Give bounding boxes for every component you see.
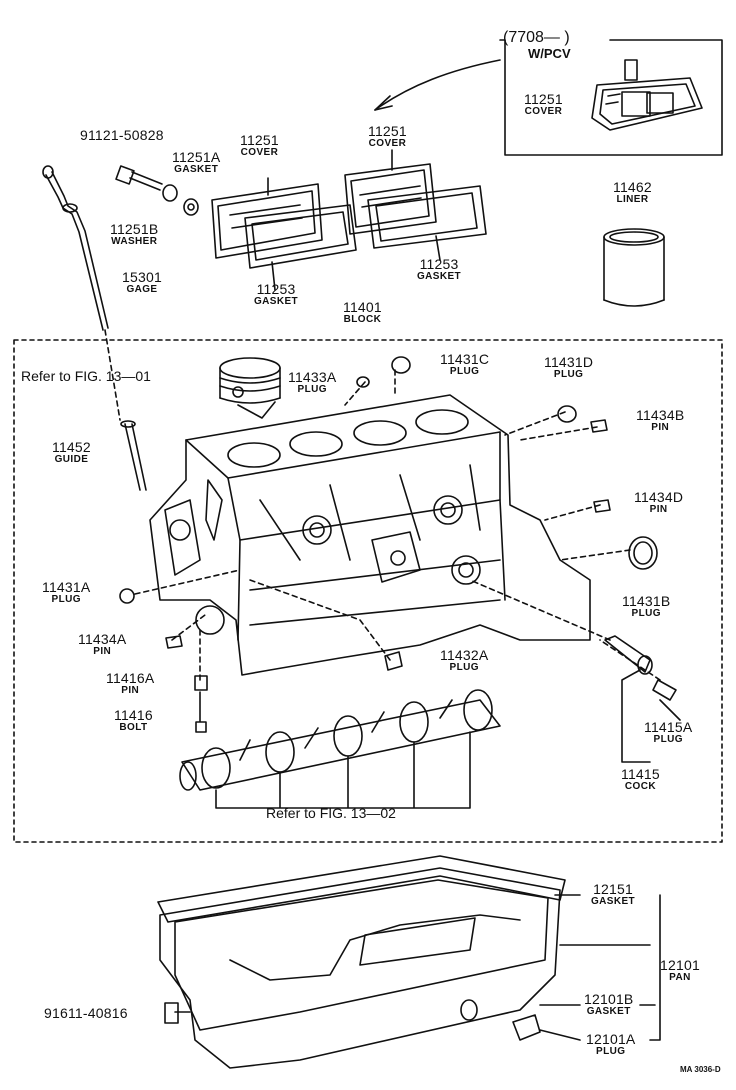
oil-pan-drawing bbox=[159, 867, 561, 1069]
side-gasket-left-drawing bbox=[244, 204, 357, 269]
diagram-code: MA 3036-D bbox=[680, 1065, 721, 1074]
oil-pan-gasket-drawing bbox=[157, 855, 566, 923]
pcv-cover-drawing bbox=[591, 59, 703, 131]
engine-block-drawing bbox=[149, 394, 591, 676]
small-parts-drawing bbox=[119, 356, 658, 733]
side-cover-right-drawing bbox=[344, 163, 437, 235]
side-gasket-right-drawing bbox=[367, 185, 487, 249]
variant-heading: (7708— ) bbox=[503, 29, 570, 46]
drain-cock-drawing bbox=[604, 635, 677, 701]
side-cover-left-drawing bbox=[211, 183, 323, 259]
variant-condition: W/PCV bbox=[528, 46, 571, 61]
label-91121: 91121-50828 bbox=[80, 127, 164, 143]
label-91611: 91611-40816 bbox=[44, 1005, 128, 1021]
block-outline-box bbox=[13, 339, 723, 843]
variant-arrow bbox=[374, 59, 501, 111]
piston-drawing bbox=[219, 357, 281, 419]
ref-camshaft: Refer to FIG. 13—02 bbox=[266, 805, 396, 821]
camshaft-drawing bbox=[179, 689, 501, 791]
guide-drawing bbox=[120, 420, 147, 491]
dipstick-drawing bbox=[42, 165, 109, 331]
cylinder-liner-drawing bbox=[603, 228, 665, 307]
ref-piston: Refer to FIG. 13—01 bbox=[21, 368, 151, 384]
cover-bolt-drawing bbox=[115, 165, 199, 216]
block-leader-lines bbox=[134, 369, 661, 681]
variant-box bbox=[499, 39, 723, 156]
guide-leader bbox=[104, 329, 121, 421]
